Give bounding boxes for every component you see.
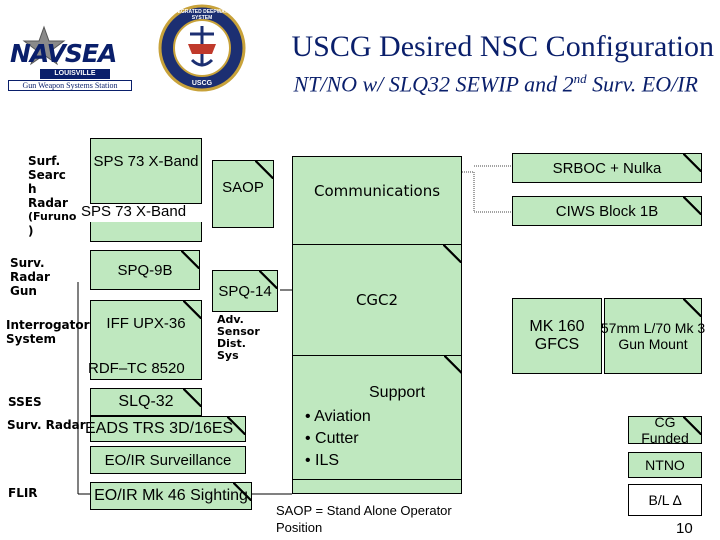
sses-label: SSES xyxy=(8,395,42,409)
mk3-line1: 57mm L/70 Mk 3 xyxy=(600,320,706,336)
uscg-deepwater-seal: INTEGRATED DEEPWATER SYSTEM USCG xyxy=(158,4,246,92)
navsea-caption: Gun Weapon Systems Station xyxy=(8,80,132,91)
navsea-star-icon xyxy=(22,25,66,66)
subtitle-main: NT/NO w/ SLQ32 SEWIP and 2 xyxy=(293,71,574,97)
footnote-line2: Position xyxy=(276,520,323,535)
baseline-legend: B/L ∆ xyxy=(628,484,702,516)
slq32-box: SLQ-32 xyxy=(90,388,202,416)
seal-ring-text: INTEGRATED DEEPWATER SYSTEM xyxy=(169,9,235,21)
support-title: Support xyxy=(369,384,426,401)
mk160-line1: MK 160 xyxy=(529,318,585,335)
ciws-box: CIWS Block 1B xyxy=(512,196,702,226)
iff-upx36-box: IFF UPX-36 xyxy=(90,300,202,380)
eads-label: EADS TRS 3D/16ES xyxy=(85,420,234,437)
support-corner-icon xyxy=(444,356,462,374)
support-item-cutter: • Cutter xyxy=(305,430,359,447)
seal-icon xyxy=(158,4,246,92)
saop-footnote: SAOP = Stand Alone Operator Position xyxy=(276,502,452,536)
bl-label: B/L ∆ xyxy=(648,492,682,508)
spq14-box: SPQ-14 xyxy=(212,270,278,312)
cgc2-box: CGC2 xyxy=(292,244,462,356)
mk3-line2: Gun Mount xyxy=(618,336,688,352)
sps73-box-1: SPS 73 X-Band xyxy=(90,138,202,204)
srboc-label: SRBOC + Nulka xyxy=(552,159,662,177)
spq14-label: SPQ-14 xyxy=(218,282,272,300)
page-title: USCG Desired NSC Configuration xyxy=(291,30,715,63)
seal-bottom-text: USCG xyxy=(191,80,213,87)
eoir-surveillance-box: EO/IR Surveillance xyxy=(90,446,246,474)
sps73-label-2: SPS 73 X-Band xyxy=(81,203,187,220)
spq9b-box: SPQ-9B xyxy=(90,250,200,290)
communications-label: Communications xyxy=(313,182,441,200)
navsea-wordmark: NAVSEA xyxy=(10,39,117,68)
ntno-legend: NTNO xyxy=(628,452,702,478)
sps73-label-1: SPS 73 X-Band xyxy=(93,153,199,170)
adv-sensor-label: Adv.Sensor Dist.Sys xyxy=(217,313,260,362)
support-item-ils: • ILS xyxy=(305,452,340,469)
spq9b-label: SPQ-9B xyxy=(117,261,173,279)
page-subtitle: NT/NO w/ SLQ32 SEWIP and 2nd Surv. EO/IR xyxy=(258,66,698,97)
ciws-label: CIWS Block 1B xyxy=(555,202,659,220)
support-box: Support • Aviation • Cutter • ILS xyxy=(292,370,462,480)
navsea-logo: NAVSEA LOUISVILLE Gun Weapon Systems Sta… xyxy=(4,25,132,93)
cgc2-label: CGC2 xyxy=(355,291,399,309)
eoir-surv-label: EO/IR Surveillance xyxy=(104,451,232,469)
rdf-tc-label: RDF–TC 8520 xyxy=(88,360,185,377)
mk160-line2: GFCS xyxy=(534,336,580,353)
eoir-mk46-label: EO/IR Mk 46 Sighting xyxy=(94,487,248,504)
cg-funded-legend: CG Funded xyxy=(628,414,702,446)
surv-radar-label: Surv. Radar xyxy=(7,418,86,432)
ntno-label: NTNO xyxy=(645,457,685,473)
mk3-gun-mount-box: 57mm L/70 Mk 3 Gun Mount xyxy=(600,298,706,374)
saop-box: SAOP xyxy=(212,160,274,228)
eads-trs-box: EADS TRS 3D/16ES xyxy=(85,416,246,442)
mk160-gfcs-box: MK 160 GFCS xyxy=(512,298,602,374)
saop-label: SAOP xyxy=(222,179,264,196)
iff-label: IFF UPX-36 xyxy=(106,315,186,332)
slq32-label: SLQ-32 xyxy=(118,393,174,410)
footnote-line1: SAOP = Stand Alone Operator xyxy=(276,503,452,518)
page-number: 10 xyxy=(676,520,693,537)
eoir-mk46-box: EO/IR Mk 46 Sighting xyxy=(90,482,252,510)
cg-funded-label: CG Funded xyxy=(641,414,689,446)
subtitle-end: Surv. EO/IR xyxy=(586,71,698,97)
support-item-aviation: • Aviation xyxy=(305,408,371,425)
support-list: • Aviation • Cutter • ILS xyxy=(305,406,371,472)
srboc-nulka-box: SRBOC + Nulka xyxy=(512,153,702,183)
flir-label: FLIR xyxy=(8,486,38,500)
sps73-lower-box xyxy=(90,222,202,242)
subtitle-sup: nd xyxy=(573,71,587,86)
navsea-sub: LOUISVILLE xyxy=(40,69,110,79)
